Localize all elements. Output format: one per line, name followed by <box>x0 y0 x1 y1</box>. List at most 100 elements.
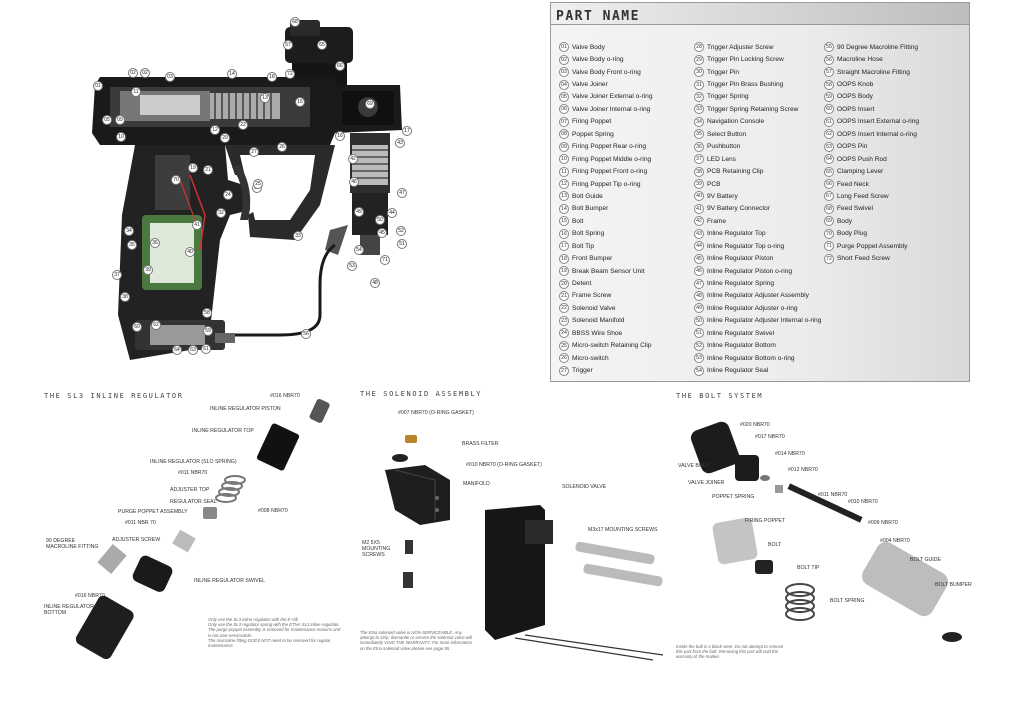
part-callout: 38 <box>120 292 130 302</box>
part-number-badge: 07 <box>559 116 569 127</box>
part-callout: 02 <box>140 68 150 78</box>
part-callout: 25 <box>253 179 263 189</box>
part-callout: 64 <box>172 345 182 355</box>
part-callout: 63 <box>188 345 198 355</box>
regulator-exploded-view <box>75 398 330 660</box>
regulator-section-title: THE SL3 INLINE REGULATOR <box>44 392 184 400</box>
reg-label-bottom: INLINE REGULATOR BOTTOM <box>44 604 94 616</box>
part-number-badge: 06 <box>559 104 569 115</box>
part-name: Micro-switch <box>572 354 609 362</box>
part-number-badge: 32 <box>694 91 704 102</box>
part-name: Trigger Spring Retaining Screw <box>707 105 799 113</box>
bolt-label-o011: #011 NBR70 <box>818 492 848 498</box>
part-callout: 16 <box>335 131 345 141</box>
part-callout: 71 <box>380 255 390 265</box>
part-number-badge: 16 <box>559 228 569 239</box>
part-number-badge: 42 <box>694 216 704 227</box>
part-callout: 37 <box>112 270 122 280</box>
part-callout: 46 <box>349 177 359 187</box>
part-callout: 34 <box>124 226 134 236</box>
part-name: Inline Regulator Bottom o-ring <box>707 354 795 362</box>
sol-label-gasket2: #010 NBR70 (O-RING GASKET) <box>466 462 542 468</box>
reg-label-seal: REGULATOR SEAL <box>170 499 217 505</box>
sol-label-filter: BRASS FILTER <box>462 441 499 447</box>
part-number-badge: 52 <box>694 340 704 351</box>
part-number-badge: 72 <box>824 253 834 264</box>
part-number-badge: 02 <box>559 54 569 65</box>
reg-label-macro: 90 DEGREE MACROLINE FITTING <box>46 538 99 550</box>
part-callout: 51 <box>397 239 407 249</box>
part-name: PCB <box>707 180 721 188</box>
part-callout: 33 <box>293 231 303 241</box>
bolt-label-o012: #012 NBR70 <box>788 467 818 473</box>
part-name: Feed Neck <box>837 180 869 188</box>
parts-table-header: PART NAME <box>551 3 969 25</box>
part-name: Frame <box>707 217 727 225</box>
part-number-badge: 56 <box>824 54 834 65</box>
part-number-badge: 59 <box>824 91 834 102</box>
part-number-badge: 11 <box>559 166 569 177</box>
part-name: Firing Poppet Middle o-ring <box>572 155 652 163</box>
bolt-label-valve-body: VALVE BODY <box>678 463 711 469</box>
part-number-badge: 40 <box>694 191 704 202</box>
bolt-section-title: THE BOLT SYSTEM <box>676 392 764 400</box>
part-number-badge: 55 <box>824 42 834 53</box>
part-callout: 41 <box>192 220 202 230</box>
part-number-badge: 37 <box>694 154 704 165</box>
part-number-badge: 14 <box>559 203 569 214</box>
part-callout: 14 <box>227 69 237 79</box>
bolt-label-o004: #004 NBR70 <box>880 538 910 544</box>
part-number-badge: 21 <box>559 290 569 301</box>
part-number-badge: 49 <box>694 303 704 314</box>
bolt-label-o009: #009 NBR70 <box>868 520 898 526</box>
part-name: Trigger Pin <box>707 68 740 76</box>
part-name: Frame Screw <box>572 292 612 300</box>
part-callout: 53 <box>347 261 357 271</box>
part-number-badge: 33 <box>694 104 704 115</box>
part-number-badge: 62 <box>824 129 834 140</box>
part-callout: 17 <box>402 126 412 136</box>
bolt-label-o010: #010 NBR70 <box>848 499 878 505</box>
part-callout: 50 <box>375 215 385 225</box>
part-name: Solenoid Valve <box>572 304 616 312</box>
bolt-label-bolt-guide: BOLT GUIDE <box>910 557 941 563</box>
part-number-badge: 12 <box>559 179 569 190</box>
part-name: Pushbutton <box>707 143 741 151</box>
part-callout: 32 <box>216 208 226 218</box>
reg-label-adj-screw: ADJUSTER SCREW <box>112 537 161 543</box>
part-name: Straight Macroline Fitting <box>837 68 910 76</box>
part-name: Body Plug <box>837 230 868 238</box>
part-name: Bolt Spring <box>572 230 605 238</box>
part-name: LED Lens <box>707 155 736 163</box>
part-callout: 02 <box>128 68 138 78</box>
part-name: Inline Regulator Adjuster Internal o-rin… <box>707 317 822 325</box>
reg-label-o008: #008 NBR70 <box>258 508 288 514</box>
bolt-label-o017: #017 NBR70 <box>755 434 785 440</box>
part-number-badge: 66 <box>824 179 834 190</box>
oops-drawing <box>135 320 235 350</box>
part-name: Macroline Hose <box>837 56 883 64</box>
